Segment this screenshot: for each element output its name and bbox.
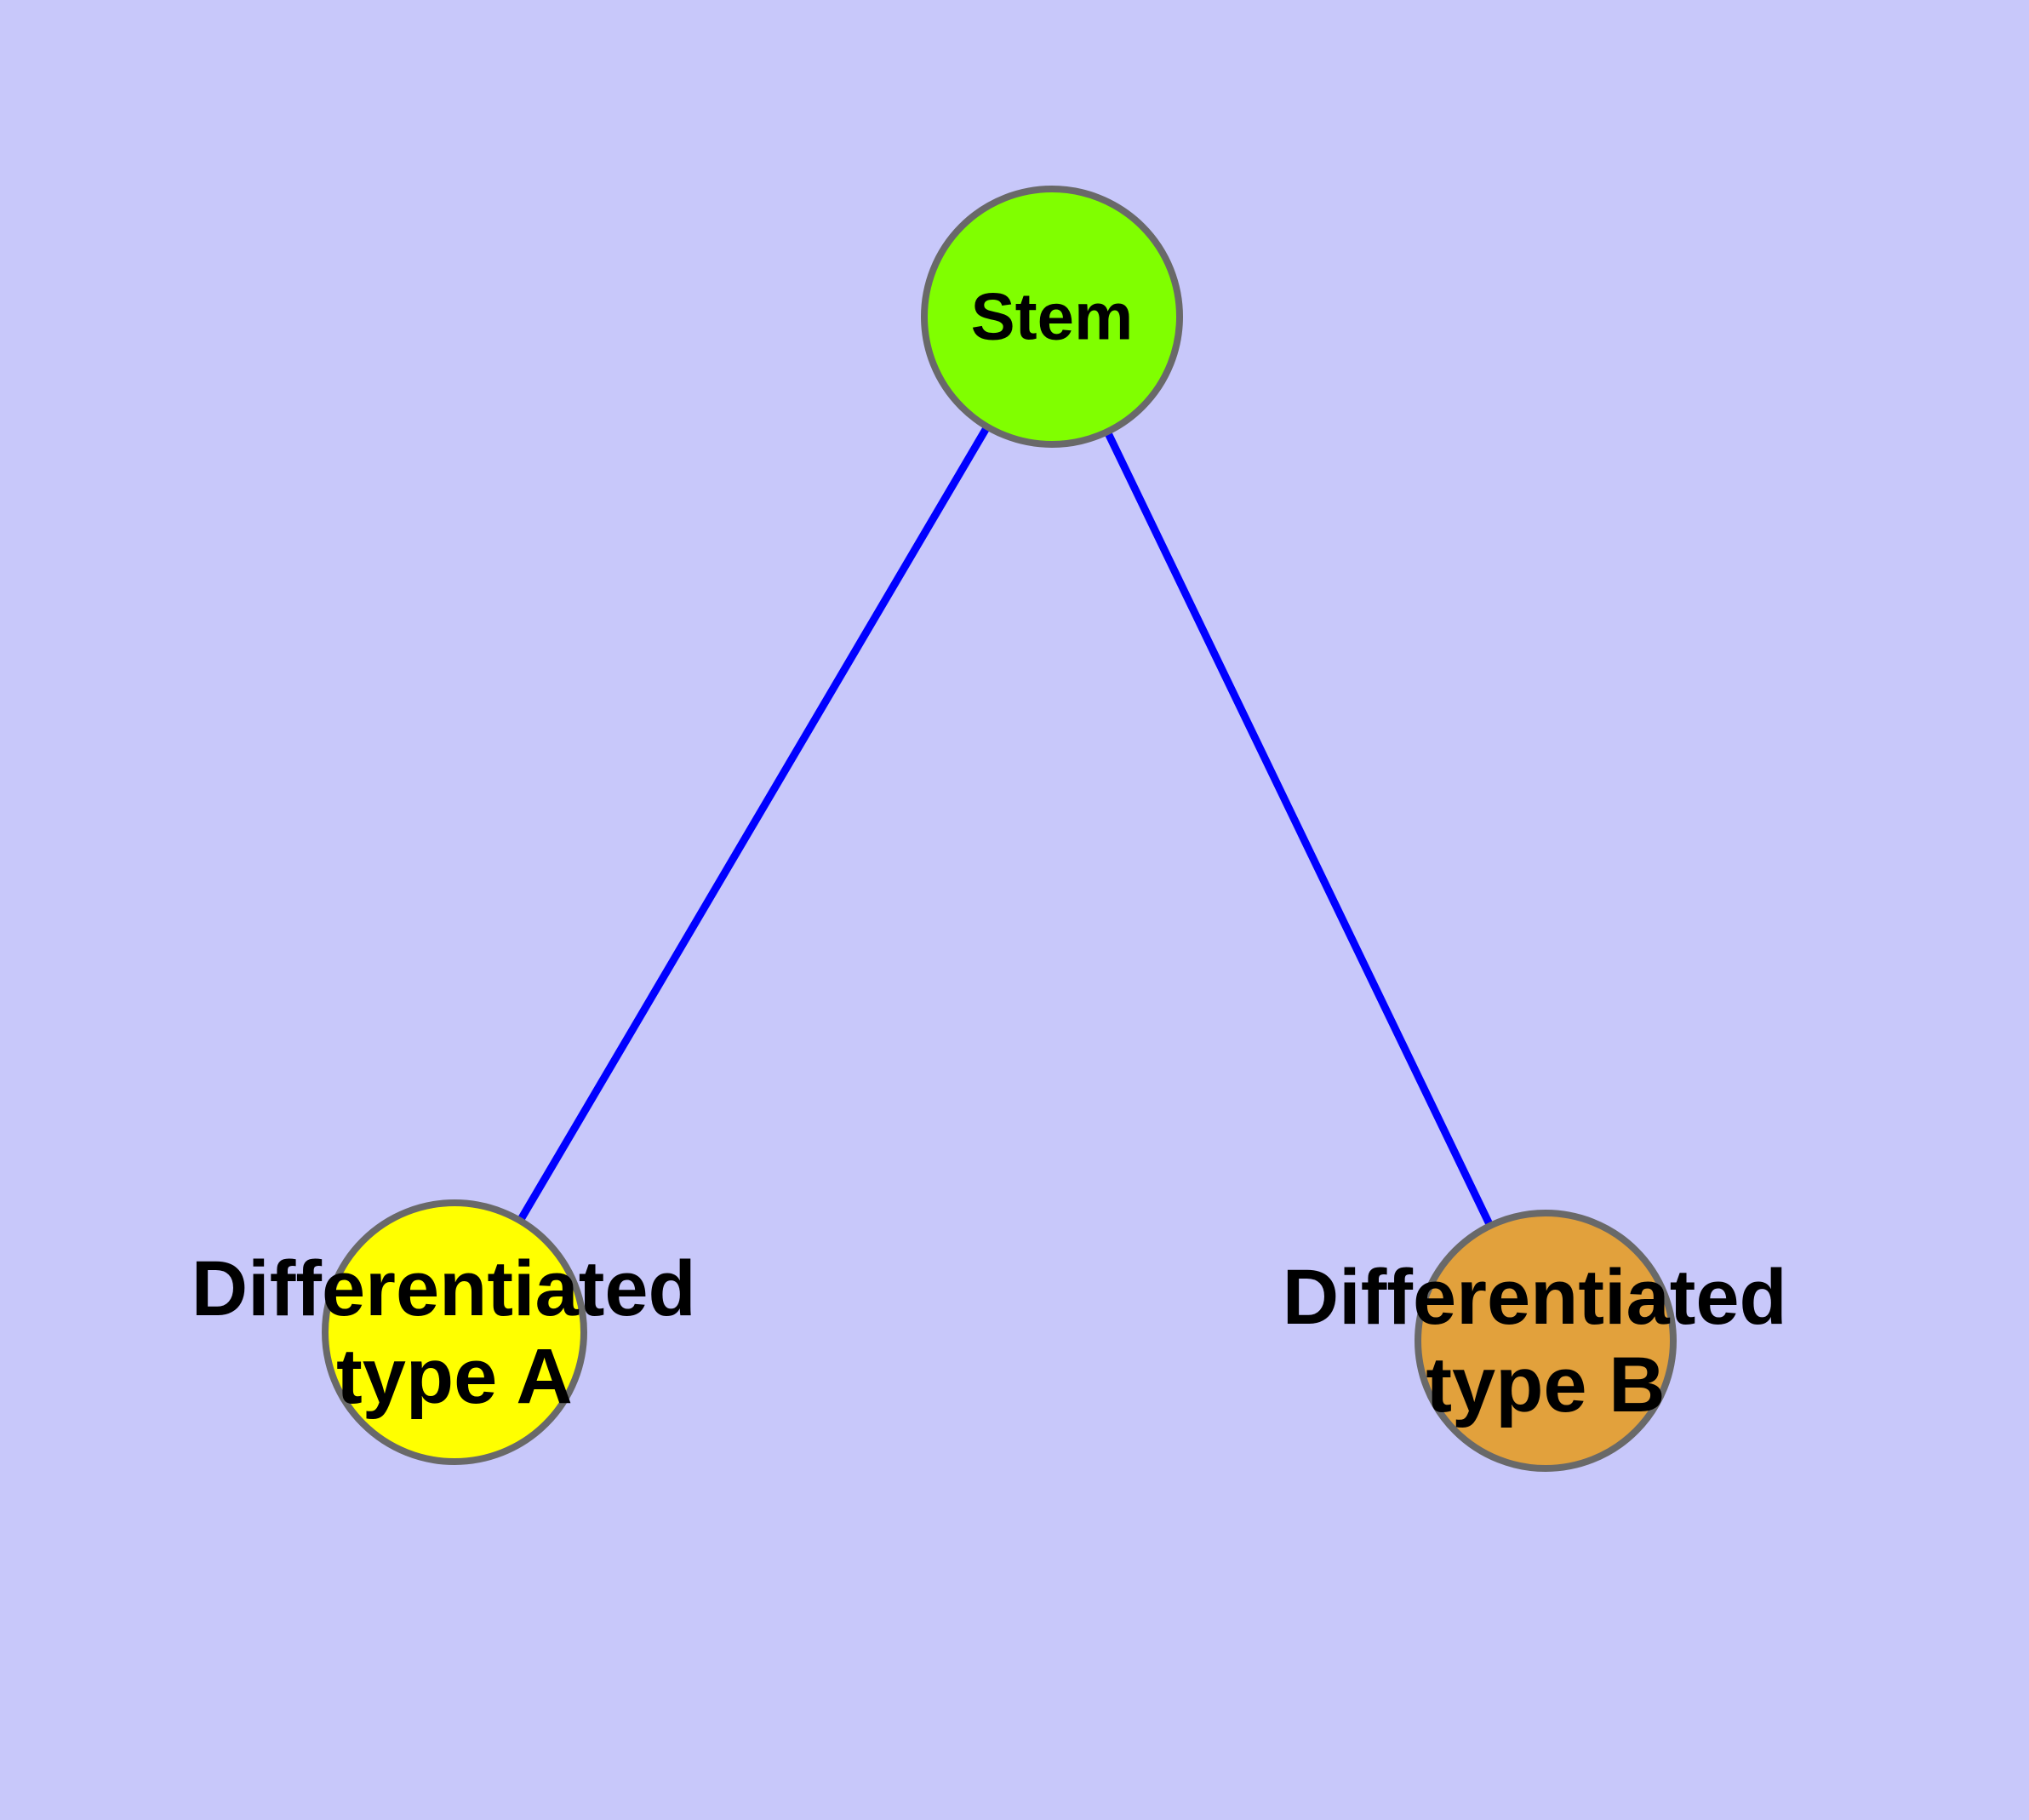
- node-differentiated-type-a[interactable]: [322, 1199, 587, 1465]
- node-label-differentiated-type-b-line-1: Differentiated: [1283, 1254, 1787, 1341]
- edge-stem-to-differentiated-type-a[interactable]: [451, 314, 1055, 1335]
- edge-stem-to-differentiated-type-b[interactable]: [1048, 315, 1550, 1342]
- edges-layer: [451, 314, 1550, 1342]
- node-label-differentiated-type-a: Differentiated type A: [191, 1245, 718, 1420]
- nodes-layer: [322, 186, 1677, 1472]
- node-stem[interactable]: [921, 186, 1183, 448]
- node-label-stem-line-1: Stem: [971, 279, 1134, 354]
- node-differentiated-type-b[interactable]: [1415, 1210, 1677, 1472]
- node-label-differentiated-type-b-line-2: type B: [1426, 1342, 1665, 1428]
- node-label-differentiated-type-b: Differentiated type B: [1283, 1254, 1809, 1428]
- labels-layer: Stem Differentiated type A Differentiate…: [191, 279, 1809, 1428]
- node-label-stem: Stem: [971, 279, 1134, 354]
- node-label-differentiated-type-a-line-1: Differentiated: [191, 1245, 696, 1332]
- node-label-differentiated-type-a-line-2: type A: [336, 1333, 573, 1420]
